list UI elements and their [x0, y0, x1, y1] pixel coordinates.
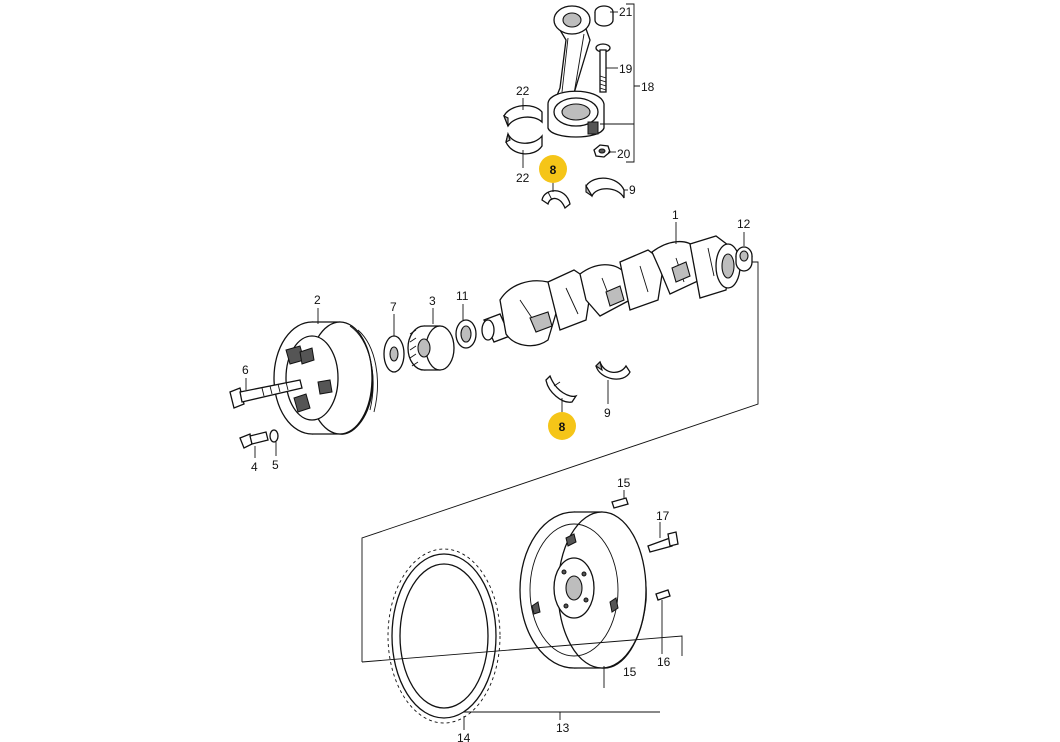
- callout-17: 17: [656, 509, 670, 523]
- crankshaft-sprocket[interactable]: [407, 325, 455, 371]
- callout-15-top: 15: [617, 476, 631, 490]
- pulley-bolt[interactable]: [229, 379, 303, 409]
- dowel-pin-upper[interactable]: [611, 497, 629, 509]
- callout-22-top: 22: [516, 84, 530, 98]
- callout-18: 18: [641, 80, 655, 94]
- callout-1: 1: [672, 208, 679, 222]
- oil-seal[interactable]: [455, 319, 477, 349]
- flywheel-bolt[interactable]: [647, 531, 679, 553]
- callout-9-top: 9: [629, 183, 636, 197]
- thrust-washer-upper[interactable]: [541, 190, 571, 210]
- callout-2: 2: [314, 293, 321, 307]
- flywheel[interactable]: [519, 511, 647, 669]
- callout-22-bottom: 22: [516, 171, 530, 185]
- connecting-rod-assembly[interactable]: [547, 5, 605, 138]
- small-end-bushing[interactable]: [594, 5, 614, 27]
- vibration-damper-pulley[interactable]: [273, 321, 378, 435]
- dowel-pin-lower[interactable]: [655, 589, 671, 601]
- callout-5: 5: [272, 458, 279, 472]
- rod-bearing-shell-upper[interactable]: [502, 105, 543, 128]
- callout-13: 13: [556, 721, 570, 735]
- callout-8-bottom: 8: [559, 420, 566, 434]
- small-bolt[interactable]: [239, 431, 269, 449]
- rod-bolt[interactable]: [595, 43, 611, 93]
- callout-11: 11: [456, 289, 469, 303]
- callout-7: 7: [390, 300, 397, 314]
- callout-4: 4: [251, 460, 258, 474]
- highlight-callout-8-top[interactable]: 8: [539, 155, 567, 183]
- washer[interactable]: [269, 429, 279, 443]
- callout-16: 16: [657, 655, 671, 669]
- callout-21: 21: [619, 5, 633, 19]
- callout-19: 19: [619, 62, 633, 76]
- crankshaft[interactable]: [481, 235, 741, 347]
- main-bearing-shell-upper[interactable]: [585, 177, 625, 199]
- callout-8-top: 8: [550, 163, 557, 177]
- callout-12: 12: [737, 217, 751, 231]
- spacer-plate[interactable]: [383, 335, 405, 373]
- leader-lines: [245, 3, 759, 730]
- main-bearing-shell-lower[interactable]: [595, 360, 631, 380]
- ring-gear[interactable]: [387, 548, 501, 724]
- rod-nut[interactable]: [593, 144, 611, 158]
- callout-15-bottom: 15: [623, 665, 637, 679]
- callout-9-bottom: 9: [604, 406, 611, 420]
- callout-20: 20: [617, 147, 631, 161]
- pilot-bearing[interactable]: [735, 246, 753, 272]
- highlight-callout-8-bottom[interactable]: 8: [548, 412, 576, 440]
- callout-14: 14: [457, 731, 471, 742]
- callout-labels: 21 19 18 20 22 22 9 1 12 2 7 3 11 6 4 5 …: [242, 5, 751, 742]
- highlight-marker: [548, 412, 576, 440]
- thrust-washer-lower[interactable]: [545, 374, 578, 403]
- highlight-marker: [539, 155, 567, 183]
- rod-bearing-shell-lower[interactable]: [505, 132, 543, 155]
- callout-3: 3: [429, 294, 436, 308]
- callout-6: 6: [242, 363, 249, 377]
